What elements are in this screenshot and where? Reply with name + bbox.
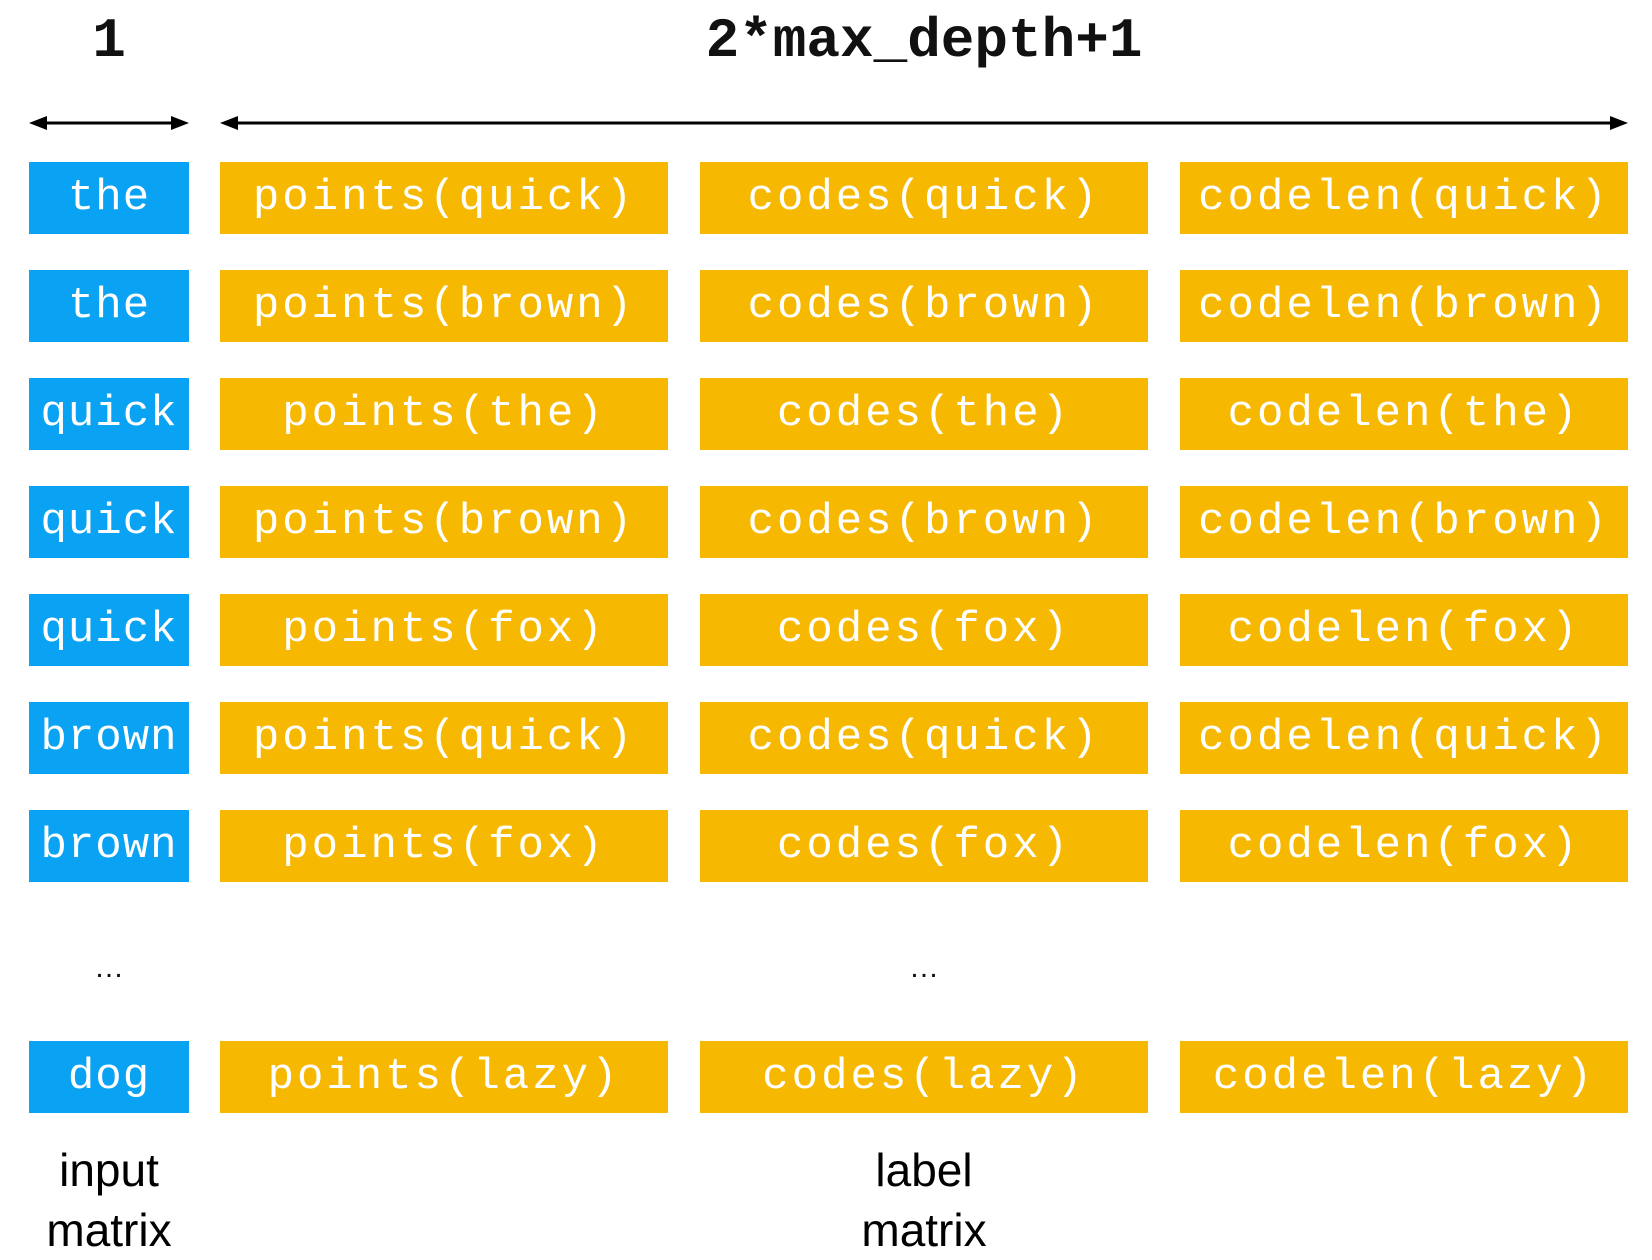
codes-cell: codes(lazy) [700,1041,1148,1113]
matrix-row: quick points(the) codes(the) codelen(the… [0,378,1652,450]
input-cell: quick [29,594,189,666]
input-caption-line2: matrix [46,1204,172,1256]
codes-cell: codes(fox) [700,594,1148,666]
input-cell: dog [29,1041,189,1113]
input-cell: the [29,270,189,342]
points-cell: points(quick) [220,702,668,774]
codelen-cell: codelen(the) [1180,378,1628,450]
matrix-row: the points(brown) codes(brown) codelen(b… [0,270,1652,342]
codelen-cell: codelen(lazy) [1180,1041,1628,1113]
label-width-label: 2*max_depth+1 [705,9,1143,73]
points-cell: points(fox) [220,594,668,666]
input-ellipsis: … [94,951,124,984]
input-cell: the [29,162,189,234]
input-cell: brown [29,702,189,774]
matrix-row: brown points(fox) codes(fox) codelen(fox… [0,810,1652,882]
codelen-cell: codelen(brown) [1180,270,1628,342]
label-caption-line1: label [875,1144,973,1196]
input-width-label: 1 [92,9,126,73]
points-cell: points(lazy) [220,1041,668,1113]
input-cell: brown [29,810,189,882]
points-cell: points(brown) [220,486,668,558]
codes-cell: codes(quick) [700,162,1148,234]
label-caption-line2: matrix [861,1204,987,1256]
codelen-cell: codelen(fox) [1180,594,1628,666]
input-cell: quick [29,378,189,450]
codes-cell: codes(quick) [700,702,1148,774]
matrix-row: brown points(quick) codes(quick) codelen… [0,702,1652,774]
input-cell: quick [29,486,189,558]
matrix-row: quick points(fox) codes(fox) codelen(fox… [0,594,1652,666]
codes-cell: codes(the) [700,378,1148,450]
codes-cell: codes(brown) [700,270,1148,342]
label-matrix-caption: label matrix [804,1140,1044,1260]
codelen-cell: codelen(quick) [1180,162,1628,234]
points-cell: points(brown) [220,270,668,342]
points-cell: points(quick) [220,162,668,234]
matrix-row: dog points(lazy) codes(lazy) codelen(laz… [0,1041,1652,1113]
codelen-cell: codelen(brown) [1180,486,1628,558]
codes-cell: codes(fox) [700,810,1148,882]
codelen-cell: codelen(quick) [1180,702,1628,774]
label-width-arrow [220,116,1628,130]
input-width-arrow [29,116,189,130]
input-caption-line1: input [59,1144,159,1196]
codes-cell: codes(brown) [700,486,1148,558]
points-cell: points(fox) [220,810,668,882]
input-matrix-caption: input matrix [0,1140,229,1260]
label-ellipsis: … [909,951,939,984]
codelen-cell: codelen(fox) [1180,810,1628,882]
matrix-row: quick points(brown) codes(brown) codelen… [0,486,1652,558]
points-cell: points(the) [220,378,668,450]
matrix-row: the points(quick) codes(quick) codelen(q… [0,162,1652,234]
